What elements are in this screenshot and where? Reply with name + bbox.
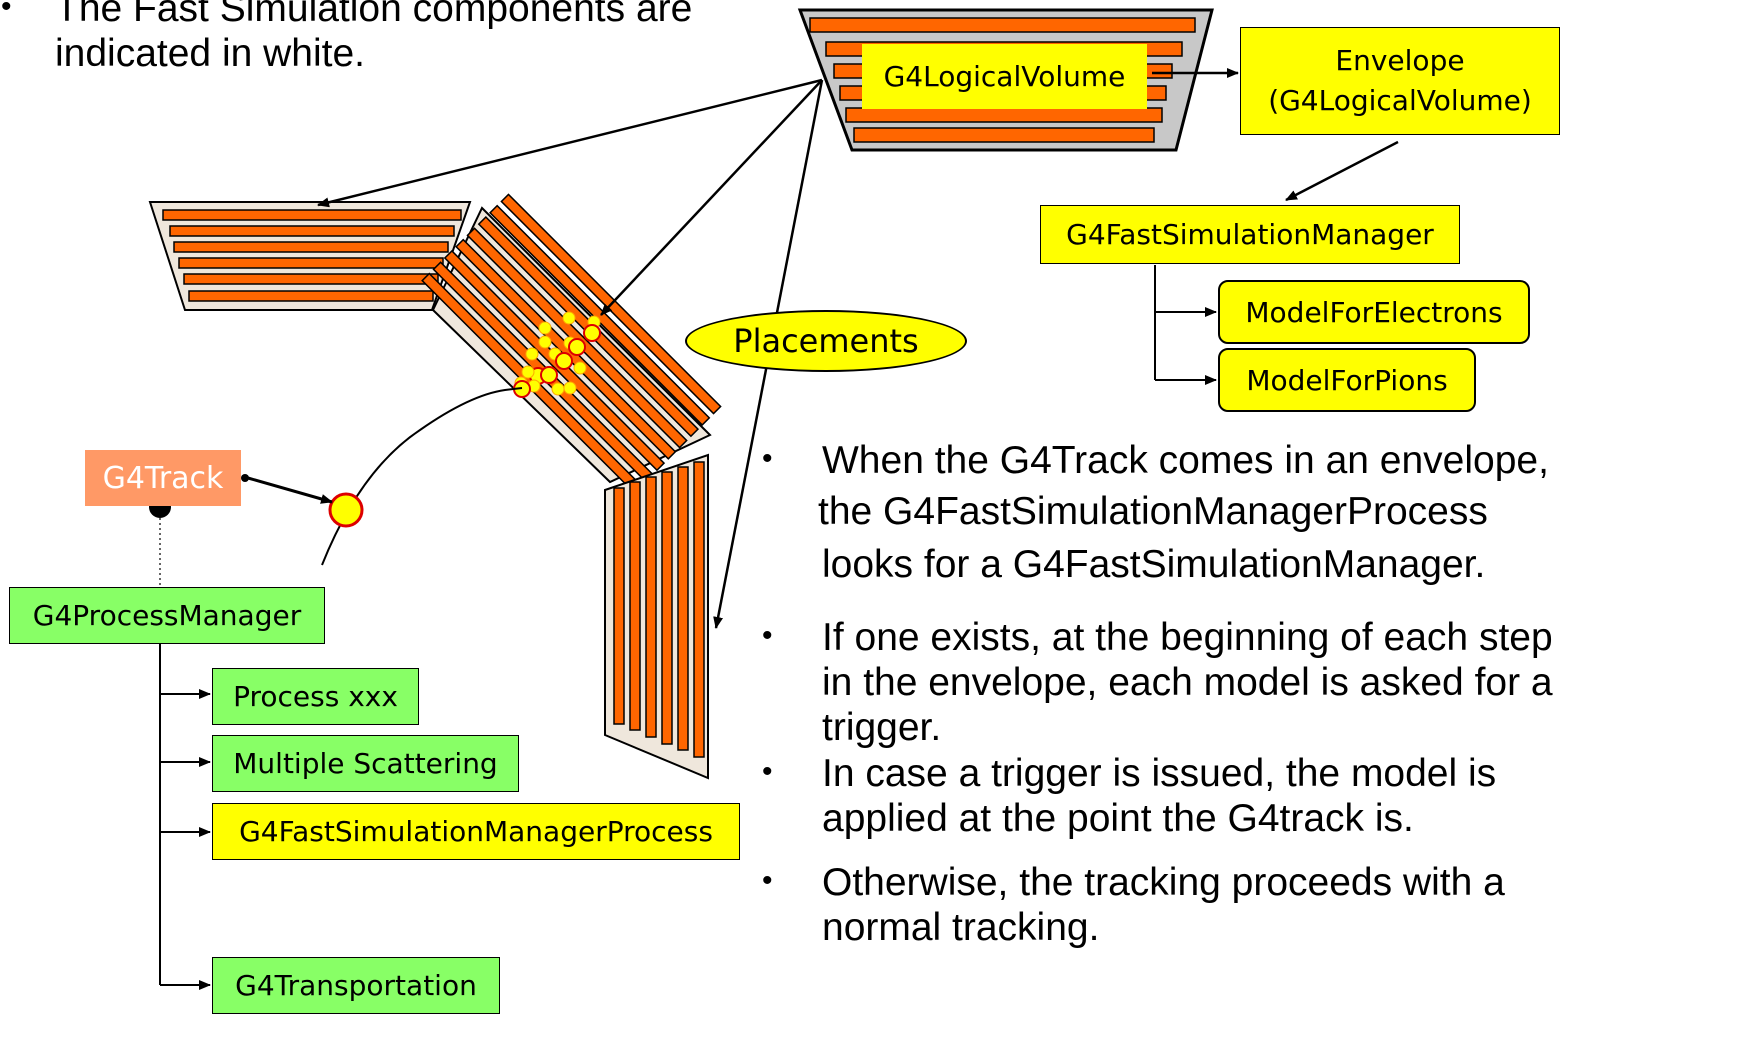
placements-ellipse: Placements [685, 310, 967, 372]
intro-line-2: indicated in white. [55, 32, 366, 75]
track-label-arrow [247, 476, 333, 504]
shower-hits [513, 311, 601, 398]
logical-volume-label: G4LogicalVolume [862, 44, 1147, 109]
envelope-title: Envelope [1335, 44, 1465, 77]
bullet-2: • If one exists, at the beginning of eac… [762, 615, 1553, 750]
bullet-dot: • [1, 0, 12, 23]
process-xxx-box: Process xxx [212, 668, 419, 725]
track-path [321, 387, 523, 566]
track-position-marker [328, 492, 364, 528]
bullet-3: • In case a trigger is issued, the model… [762, 751, 1496, 841]
intro-text: • The Fast Simulation components are ind… [1, 0, 693, 76]
track-label: G4Track [85, 450, 241, 506]
detector-section-left [148, 201, 472, 311]
detector-section-vertical [604, 453, 709, 780]
envelope-to-manager-arrow [1285, 140, 1399, 202]
transportation-box: G4Transportation [212, 957, 500, 1014]
envelope-box: Envelope (G4LogicalVolume) [1240, 27, 1560, 135]
envelope-subtitle: (G4LogicalVolume) [1268, 84, 1532, 117]
multiple-scattering-box: Multiple Scattering [212, 735, 519, 792]
bullet-1: • When the G4Track comes in an envelope,… [762, 438, 1549, 589]
bullet-dot: • [762, 619, 773, 652]
bullet-dot: • [762, 755, 773, 788]
fast-simulation-manager-box: G4FastSimulationManager [1040, 205, 1460, 264]
model-tree-lines [1154, 265, 1217, 385]
process-tree-lines [159, 643, 211, 990]
model-electrons-box: ModelForElectrons [1218, 280, 1530, 344]
model-pions-box: ModelForPions [1218, 348, 1476, 412]
process-manager-box: G4ProcessManager [9, 587, 325, 644]
bullet-dot: • [762, 442, 773, 475]
bullet-4: • Otherwise, the tracking proceeds with … [762, 860, 1505, 950]
bullet-dot: • [762, 864, 773, 897]
fast-simulation-manager-process-box: G4FastSimulationManagerProcess [212, 803, 740, 860]
intro-line-1: The Fast Simulation components are [55, 0, 693, 30]
